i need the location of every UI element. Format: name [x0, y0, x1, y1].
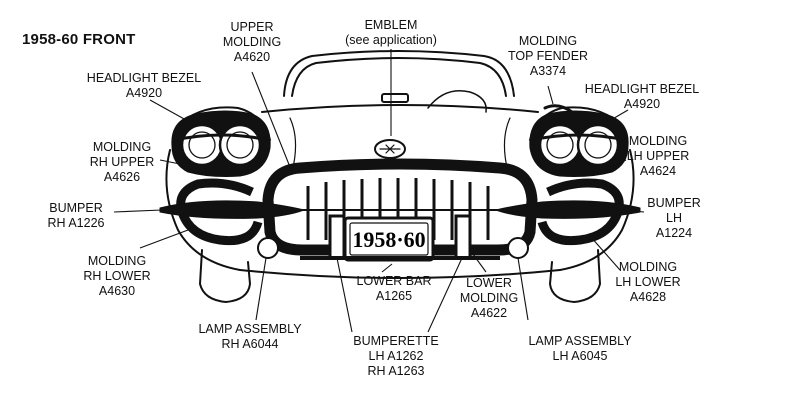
rh-bumperette: [328, 214, 346, 260]
body-side-rh: [165, 149, 241, 271]
label-emblem: EMBLEM (see application): [345, 18, 437, 47]
lh-bumperette: [454, 214, 472, 260]
cowl-line: [261, 104, 539, 113]
lh-bumper: [494, 200, 641, 219]
emblem-detail: [379, 144, 401, 154]
rh-headlamp-outer: [180, 123, 224, 167]
label-bumper-rh: BUMPER RH A1226: [47, 201, 105, 230]
rh-headlamp-inner-lens: [226, 131, 254, 159]
label-upper-molding: UPPER MOLDING A4620: [222, 20, 282, 64]
label-molding-rh-upper: MOLDING RH UPPER A4626: [89, 140, 155, 184]
label-bumper-lh: BUMPER LH A1224: [647, 196, 701, 240]
rh-headlamp-inner: [218, 123, 262, 167]
lh-tire: [549, 249, 601, 303]
rear-view-mirror: [381, 93, 409, 103]
rh-tire: [199, 249, 251, 303]
emblem-shape: [374, 139, 406, 159]
windshield-frame: [283, 50, 515, 97]
body-side-lh: [559, 149, 635, 271]
rh-upper-molding: [174, 133, 269, 142]
rh-bumper: [159, 200, 306, 219]
lh-headlamp-inner-lens: [546, 131, 574, 159]
steering-wheel: [427, 90, 487, 113]
rh-headlamp-outer-lens: [188, 131, 216, 159]
label-lamp-assembly-lh: LAMP ASSEMBLY LH A6045: [528, 334, 632, 363]
lh-headlamp-outer: [576, 123, 620, 167]
rh-parking-lamp: [257, 237, 279, 259]
lh-headlamp-inner: [538, 123, 582, 167]
label-molding-lh-lower: MOLDING LH LOWER A4628: [615, 260, 681, 304]
grille-surround: [262, 158, 538, 256]
lh-parking-lamp: [507, 237, 529, 259]
body-bottom: [239, 269, 561, 279]
label-molding-lh-upper: MOLDING LH UPPER A4624: [626, 134, 690, 178]
diagram-title: 1958-60 FRONT: [22, 31, 136, 48]
top-fender-molding-line: [543, 104, 574, 114]
label-headlight-bezel-rh: HEADLIGHT BEZEL A4920: [86, 71, 202, 100]
label-bumperette: BUMPERETTE LH A1262 RH A1263: [353, 334, 439, 378]
license-plate-text: 1958·60: [352, 227, 425, 252]
lh-headlamp-outer-lens: [584, 131, 612, 159]
label-lower-molding: LOWER MOLDING A4622: [459, 276, 519, 320]
label-lamp-assembly-rh: LAMP ASSEMBLY RH A6044: [198, 322, 302, 351]
label-headlight-bezel-lh: HEADLIGHT BEZEL A4920: [584, 82, 700, 111]
lh-upper-molding: [531, 133, 626, 142]
label-lower-bar: LOWER BAR A1265: [356, 274, 432, 303]
label-molding-rh-lower: MOLDING RH LOWER A4630: [83, 254, 151, 298]
windshield-inner: [291, 57, 507, 97]
label-molding-top-fender: MOLDING TOP FENDER A3374: [507, 34, 589, 78]
